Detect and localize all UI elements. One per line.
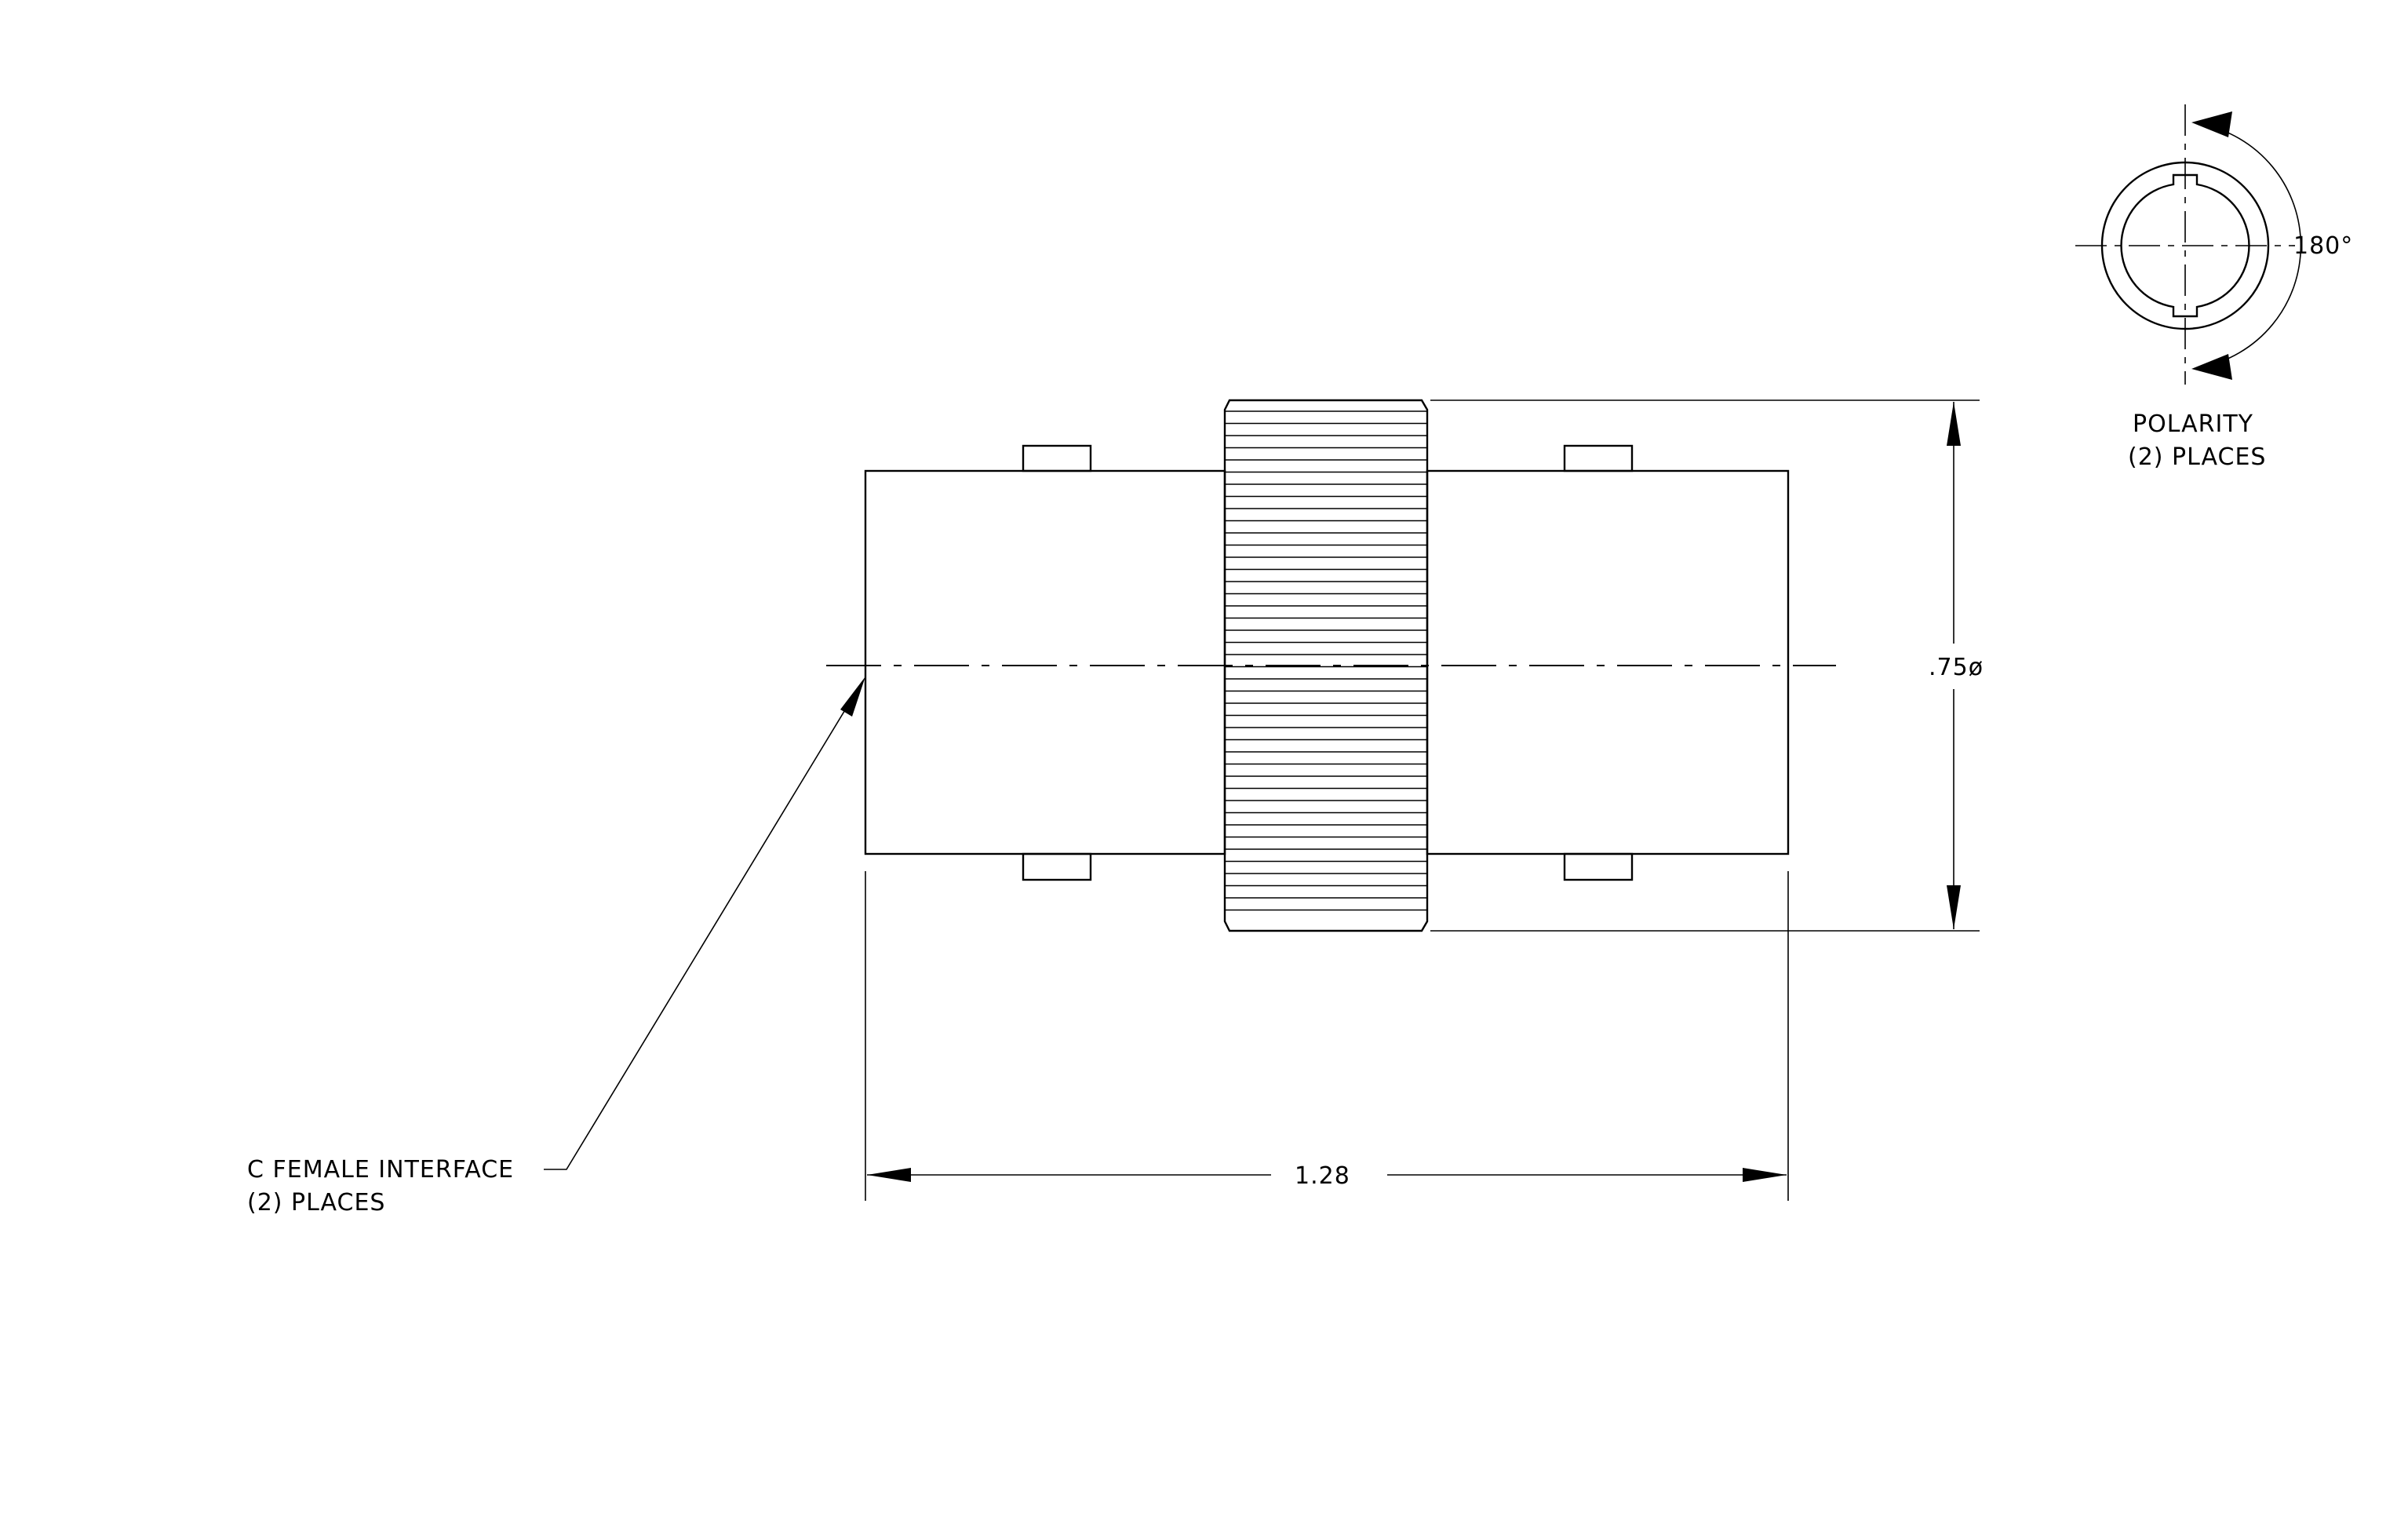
bayonet-pin-top-right <box>1563 444 1634 472</box>
polarity-arrow-top <box>2191 111 2232 137</box>
polarity-callout-line1: POLARITY <box>2133 410 2253 438</box>
length-label: 1.28 <box>1295 1162 1350 1190</box>
arrow-down <box>1947 885 1961 929</box>
left-barrel <box>864 469 1226 855</box>
bayonet-pin-bottom-left <box>1022 852 1092 881</box>
bayonet-pin-top-left <box>1022 444 1092 472</box>
arrow-right <box>1743 1168 1787 1182</box>
interface-callout-line1: C FEMALE INTERFACE <box>247 1156 514 1184</box>
polarity-callout-line2: (2) PLACES <box>2128 443 2266 471</box>
diameter-label: .75ø <box>1929 654 1984 681</box>
polarity-outer-circle <box>2100 161 2270 330</box>
interface-leader: C FEMALE INTERFACE (2) PLACES <box>247 677 865 1216</box>
polarity-inner-profile <box>2120 173 2250 318</box>
arrow-left <box>867 1168 911 1182</box>
polarity-angle-arc <box>2200 123 2302 368</box>
connector-body <box>864 399 1790 932</box>
length-dimension: 1.28 <box>865 871 1789 1201</box>
knurled-coupling-nut <box>1223 399 1429 932</box>
interface-callout-line2: (2) PLACES <box>247 1189 385 1216</box>
angle-label: 180° <box>2293 232 2353 260</box>
leader-line <box>544 686 860 1170</box>
diameter-dimension: .75ø <box>1430 399 1984 932</box>
leader-arrow <box>840 677 865 717</box>
knurl-lines <box>1225 410 1427 911</box>
polarity-arrow-bottom <box>2191 354 2232 380</box>
arrow-up <box>1947 402 1961 446</box>
right-barrel <box>1426 469 1790 855</box>
polarity-detail: 180° POLARITY (2) PLACES <box>2075 104 2353 471</box>
bayonet-pin-bottom-right <box>1563 852 1634 881</box>
